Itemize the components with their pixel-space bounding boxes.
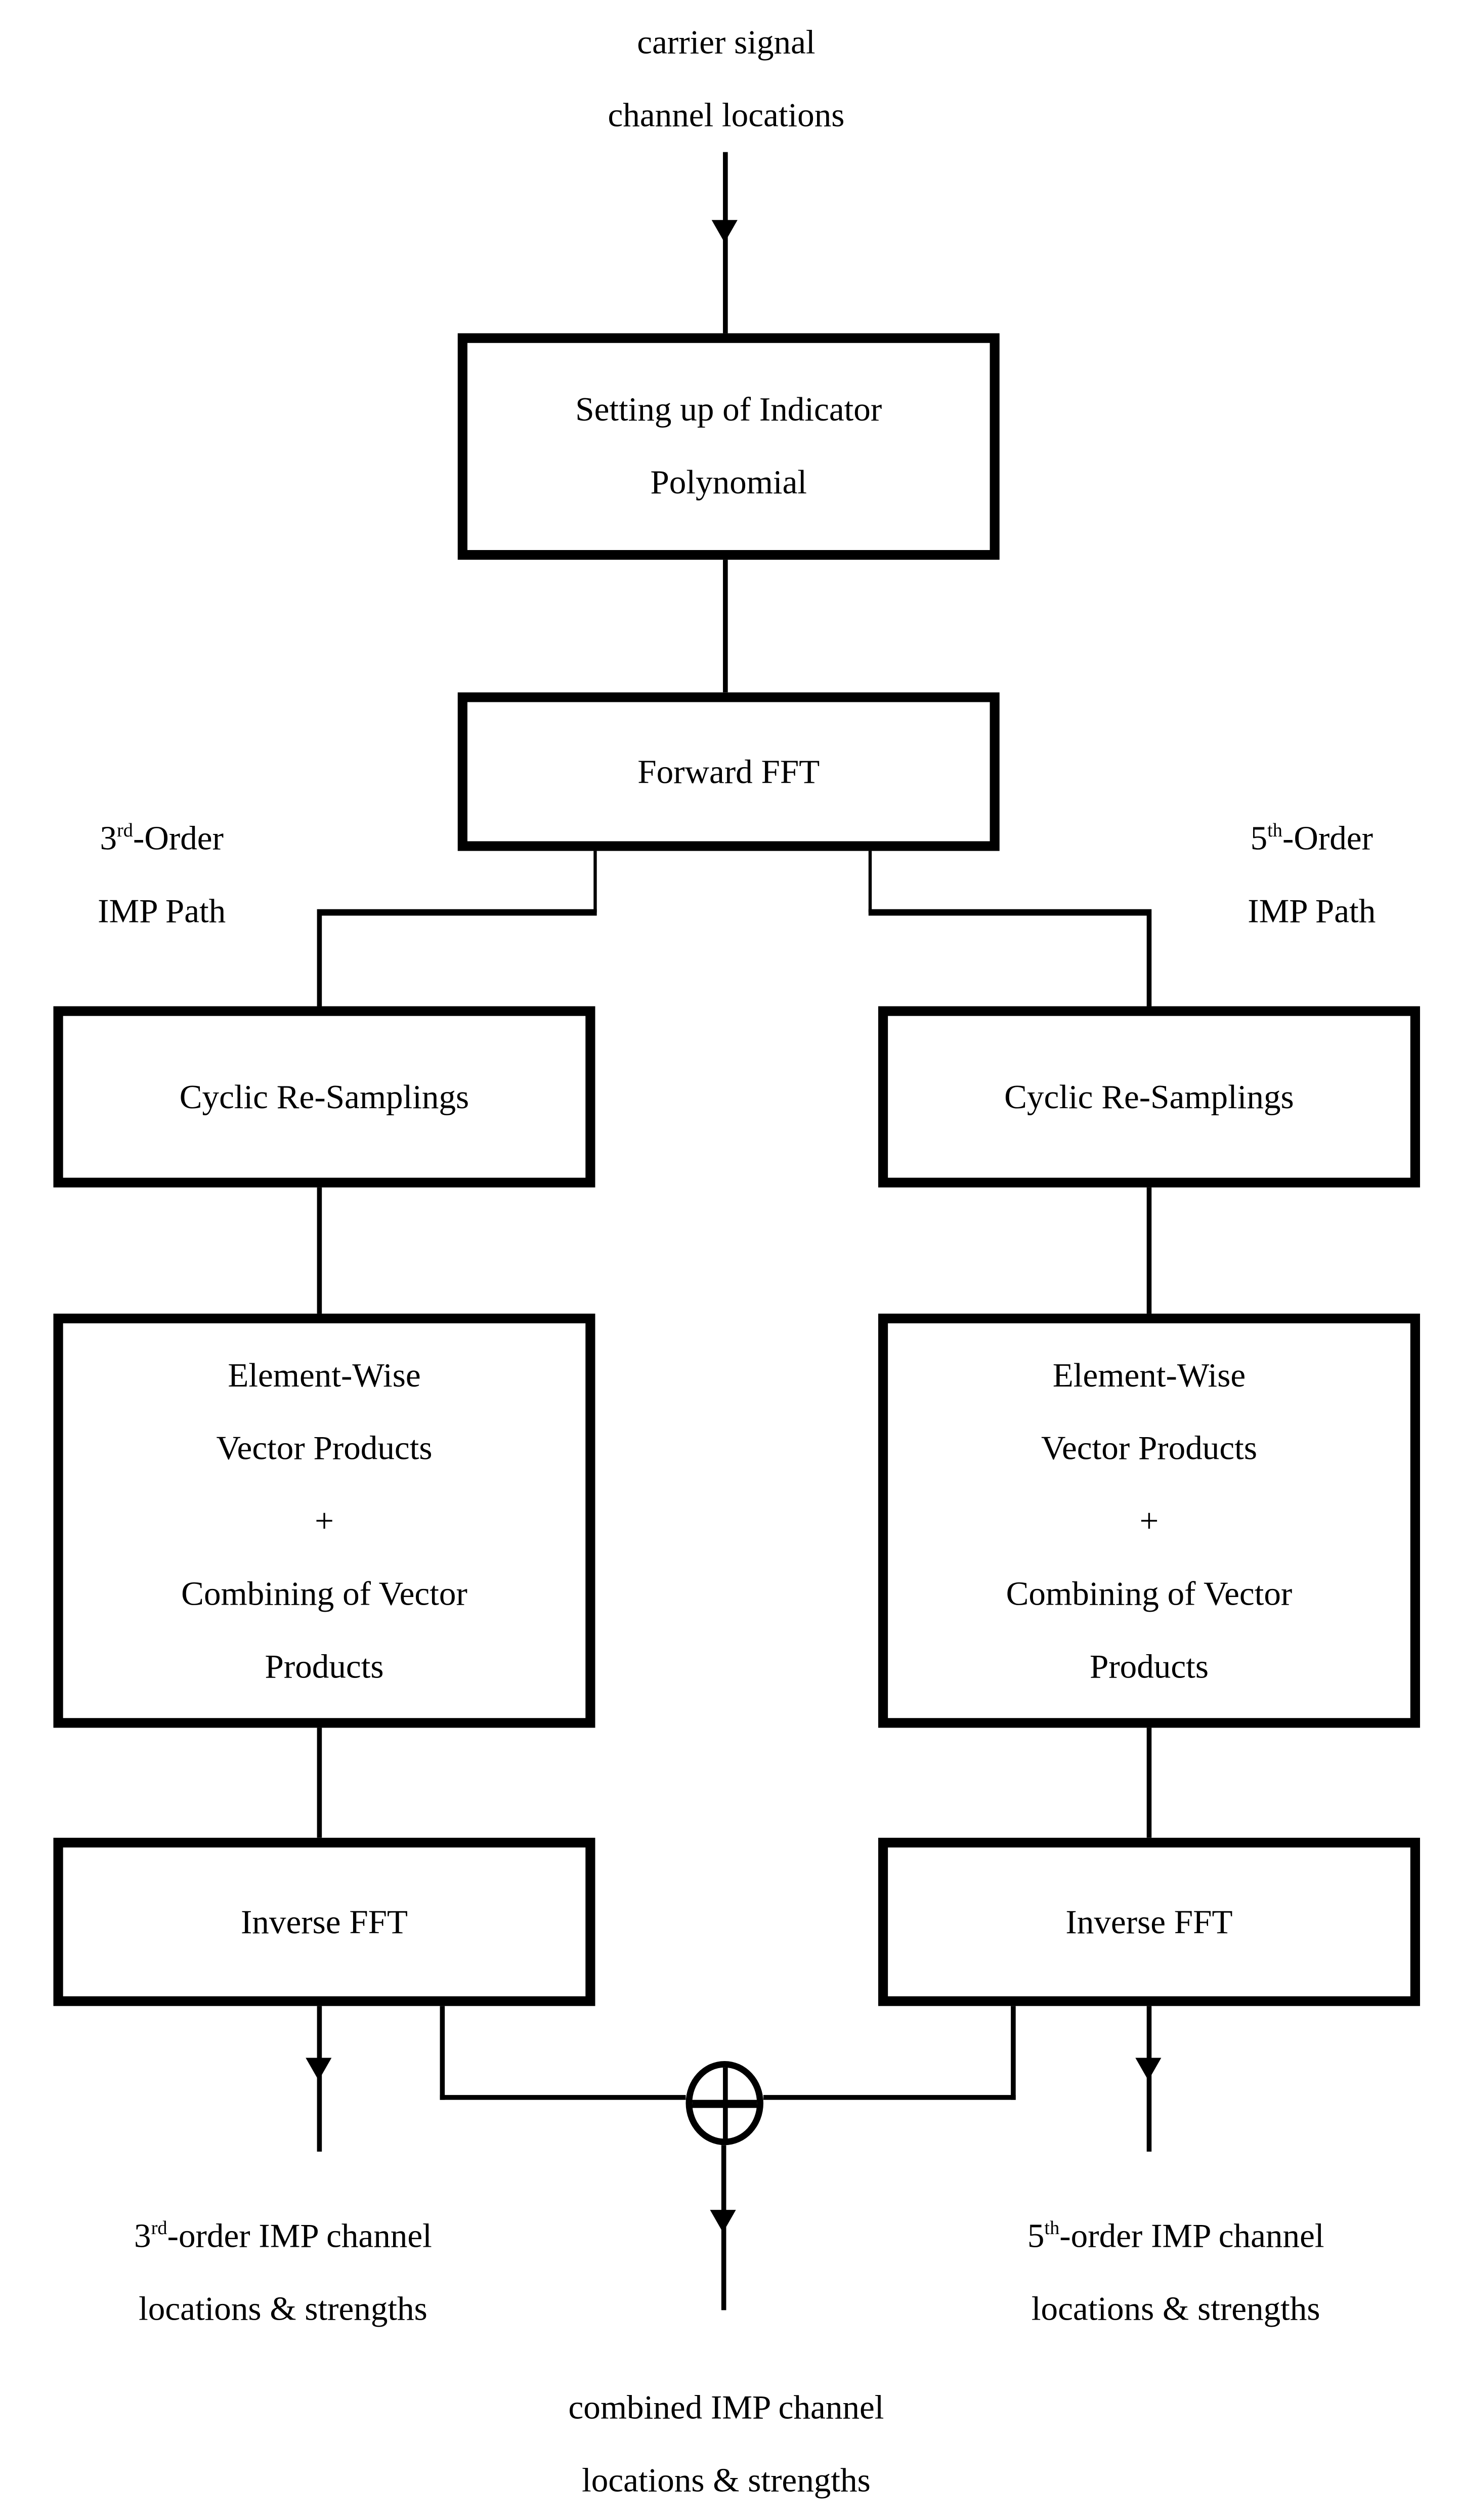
- node-element-wise-products-right: Element-Wise Vector Products + Combining…: [878, 1313, 1420, 1728]
- input-label-line2: channel locations: [608, 95, 845, 135]
- element-right-line5: Products: [1089, 1646, 1209, 1685]
- path-label-3rd-order-line1: 3rd-Order: [100, 818, 224, 858]
- path-label-5th-order-line2: IMP Path: [1248, 891, 1376, 931]
- connector-cyclic-to-element-right: [1146, 1187, 1152, 1314]
- connector-left-tap-vertical: [440, 2006, 445, 2100]
- connector-element-to-inverse-right: [1146, 1728, 1152, 1838]
- node-cyclic-resamplings-left: Cyclic Re-Samplings: [53, 1006, 595, 1188]
- output-label-5th-order: 5th-order IMP channel locations & streng…: [933, 2200, 1419, 2346]
- output-label-combined: combined IMP channel locations & strengt…: [484, 2372, 969, 2517]
- connector-right-tap-horizontal: [763, 2095, 1016, 2100]
- element-left-line4: Combining of Vector: [181, 1573, 467, 1612]
- node-inverse-fft-right: Inverse FFT: [878, 1837, 1420, 2006]
- element-left-line5: Products: [265, 1646, 384, 1685]
- connector-left-tap-horizontal: [440, 2095, 686, 2100]
- element-left-line3: +: [315, 1500, 334, 1539]
- path-label-3rd-order-line2: IMP Path: [98, 891, 226, 931]
- input-arrowhead-icon: [711, 220, 738, 243]
- input-connector-line: [723, 152, 728, 333]
- connector-setup-to-fft: [723, 560, 728, 693]
- connector-branch-right-down: [1146, 915, 1152, 1006]
- input-label-line1: carrier signal: [637, 22, 816, 62]
- cyclic-left-label: Cyclic Re-Samplings: [179, 1076, 469, 1116]
- output-label-5th-order-line1: 5th-order IMP channel: [1027, 2216, 1324, 2255]
- element-left-line2: Vector Products: [216, 1427, 433, 1467]
- node-setting-up-indicator-polynomial: Setting up of Indicator Polynomial: [457, 333, 1000, 560]
- path-label-5th-order-line1: 5th-Order: [1250, 818, 1373, 858]
- setup-label-line1: Setting up of Indicator: [575, 390, 882, 429]
- element-right-line4: Combining of Vector: [1006, 1573, 1293, 1612]
- element-right-line2: Vector Products: [1041, 1427, 1257, 1467]
- output-label-5th-order-line2: locations & strengths: [1031, 2289, 1320, 2328]
- inverse-left-label: Inverse FFT: [240, 1902, 408, 1941]
- combiner-vertical-bar: [722, 2067, 727, 2139]
- connector-element-to-inverse-left: [317, 1728, 322, 1838]
- connector-cyclic-to-element-left: [317, 1187, 322, 1314]
- element-right-line3: +: [1139, 1500, 1159, 1539]
- element-right-line1: Element-Wise: [1052, 1355, 1246, 1394]
- cyclic-right-label: Cyclic Re-Samplings: [1004, 1076, 1294, 1116]
- connector-branch-right-drop: [868, 851, 872, 913]
- connector-branch-left-down: [317, 915, 322, 1006]
- setup-label-line2: Polynomial: [650, 463, 807, 502]
- path-label-3rd-order: 3rd-Order IMP Path: [24, 803, 299, 948]
- combined-arrowhead-icon: [710, 2210, 736, 2233]
- node-element-wise-products-left: Element-Wise Vector Products + Combining…: [53, 1313, 595, 1728]
- output-label-3rd-order: 3rd-order IMP channel locations & streng…: [40, 2200, 526, 2346]
- connector-branch-right-horizontal: [868, 909, 1152, 916]
- node-cyclic-resamplings-right: Cyclic Re-Samplings: [878, 1006, 1420, 1188]
- node-forward-fft: Forward FFT: [457, 692, 1000, 851]
- path-label-5th-order: 5th-Order IMP Path: [1174, 803, 1449, 948]
- output-label-combined-line2: locations & strengths: [582, 2460, 871, 2500]
- element-left-line1: Element-Wise: [228, 1355, 421, 1394]
- node-inverse-fft-left: Inverse FFT: [53, 1837, 595, 2006]
- connector-branch-left-drop: [593, 851, 597, 913]
- output-label-3rd-order-line1: 3rd-order IMP channel: [134, 2216, 432, 2255]
- combiner-plus-icon: [685, 2061, 763, 2146]
- input-label: carrier signal channel locations: [403, 7, 1050, 152]
- output-left-arrowhead-icon: [306, 2057, 332, 2081]
- output-right-arrowhead-icon: [1135, 2057, 1162, 2081]
- connector-branch-left-horizontal: [317, 909, 597, 916]
- connector-right-tap-vertical: [1011, 2006, 1016, 2100]
- output-label-3rd-order-line2: locations & strengths: [139, 2289, 427, 2328]
- forward-fft-label: Forward FFT: [637, 751, 820, 790]
- inverse-right-label: Inverse FFT: [1065, 1902, 1233, 1941]
- output-label-combined-line1: combined IMP channel: [568, 2387, 884, 2427]
